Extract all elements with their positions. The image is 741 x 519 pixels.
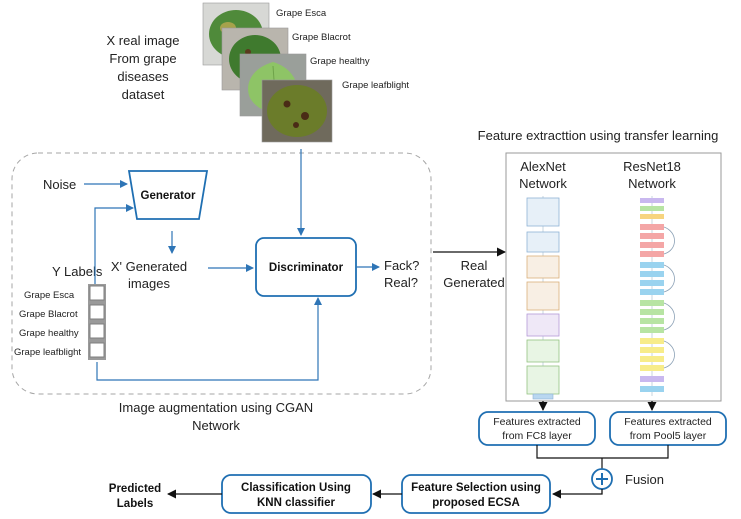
alexnet-title: AlexNet Network xyxy=(519,159,567,191)
svg-text:images: images xyxy=(128,276,170,291)
svg-text:Grape healthy: Grape healthy xyxy=(310,56,370,67)
predicted-labels: Predicted Labels xyxy=(109,483,161,510)
cgan-container xyxy=(11,152,432,395)
svg-text:Real: Real xyxy=(461,258,488,273)
grape-leaf-images xyxy=(202,2,333,143)
feature-extraction-title: Feature extracttion using transfer learn… xyxy=(478,128,719,143)
svg-text:Network: Network xyxy=(192,418,240,433)
fc8-features-label: Features extracted from FC8 layer xyxy=(493,416,581,442)
dataset-label: X real image From grape diseases dataset xyxy=(107,33,180,102)
svg-text:AlexNet: AlexNet xyxy=(520,159,566,174)
svg-text:Grape Esca: Grape Esca xyxy=(276,8,327,19)
svg-text:proposed ECSA: proposed ECSA xyxy=(432,497,520,509)
svg-text:dataset: dataset xyxy=(122,87,165,102)
resnet-title: ResNet18 Network xyxy=(623,159,681,191)
classification-label: Classification Using KNN classifier xyxy=(241,482,351,509)
cgan-caption: Image augmentation using CGAN Network xyxy=(119,400,313,433)
discriminator-label: Discriminator xyxy=(269,262,344,274)
resnet-schematic xyxy=(640,196,675,396)
svg-text:from Pool5 layer: from Pool5 layer xyxy=(630,430,707,442)
svg-text:Network: Network xyxy=(519,176,567,191)
svg-text:Features extracted: Features extracted xyxy=(624,416,712,428)
svg-text:Fack?: Fack? xyxy=(384,258,419,273)
svg-text:Grape leafblight: Grape leafblight xyxy=(342,80,409,91)
feature-selection-label: Feature Selection using proposed ECSA xyxy=(411,482,541,509)
generated-images-label: X' Generated images xyxy=(111,259,187,291)
noise-label: Noise xyxy=(43,177,76,192)
svg-text:from FC8 layer: from FC8 layer xyxy=(502,430,572,442)
generator-node xyxy=(127,170,209,220)
alexnet-schematic xyxy=(526,196,560,400)
svg-text:Real?: Real? xyxy=(384,275,418,290)
fusion-to-selection-arrow xyxy=(552,489,603,499)
svg-text:Network: Network xyxy=(628,176,676,191)
real-generated-label: Real Generated xyxy=(443,258,504,290)
pool5-features-label: Features extracted from Pool5 layer xyxy=(624,416,712,442)
svg-text:Grape healthy: Grape healthy xyxy=(19,328,79,339)
svg-text:Grape Blacrot: Grape Blacrot xyxy=(292,32,351,43)
svg-text:X real image: X real image xyxy=(107,33,180,48)
svg-text:Grape Blacrot: Grape Blacrot xyxy=(19,309,78,320)
leaf-image-leafblight xyxy=(261,79,333,143)
generator-label: Generator xyxy=(141,190,196,202)
svg-text:X' Generated: X' Generated xyxy=(111,259,187,274)
svg-text:diseases: diseases xyxy=(117,69,169,84)
svg-text:Feature Selection using: Feature Selection using xyxy=(411,482,541,494)
svg-text:Grape Esca: Grape Esca xyxy=(24,290,75,301)
fusion-label: Fusion xyxy=(625,472,664,487)
discriminator-output-label: Fack? Real? xyxy=(384,258,419,290)
svg-text:ResNet18: ResNet18 xyxy=(623,159,681,174)
label-vector xyxy=(88,284,106,360)
svg-text:Classification Using: Classification Using xyxy=(241,482,351,494)
svg-text:Predicted: Predicted xyxy=(109,483,161,495)
svg-text:Image augmentation using CGAN: Image augmentation using CGAN xyxy=(119,400,313,415)
svg-text:KNN classifier: KNN classifier xyxy=(257,497,336,509)
svg-text:Generated: Generated xyxy=(443,275,504,290)
fusion-node xyxy=(591,468,613,490)
fusion-connector xyxy=(536,445,669,459)
cgan-arrows xyxy=(84,149,380,381)
y-labels-title: Y Labels xyxy=(52,264,103,279)
svg-text:Grape leafblight: Grape leafblight xyxy=(14,347,81,358)
svg-text:Labels: Labels xyxy=(117,498,153,510)
svg-text:Features extracted: Features extracted xyxy=(493,416,581,428)
class-labels: Grape Esca Grape Blacrot Grape healthy G… xyxy=(14,290,81,358)
leaf-image-labels: Grape Esca Grape Blacrot Grape healthy G… xyxy=(276,8,409,91)
svg-text:From grape: From grape xyxy=(109,51,176,66)
